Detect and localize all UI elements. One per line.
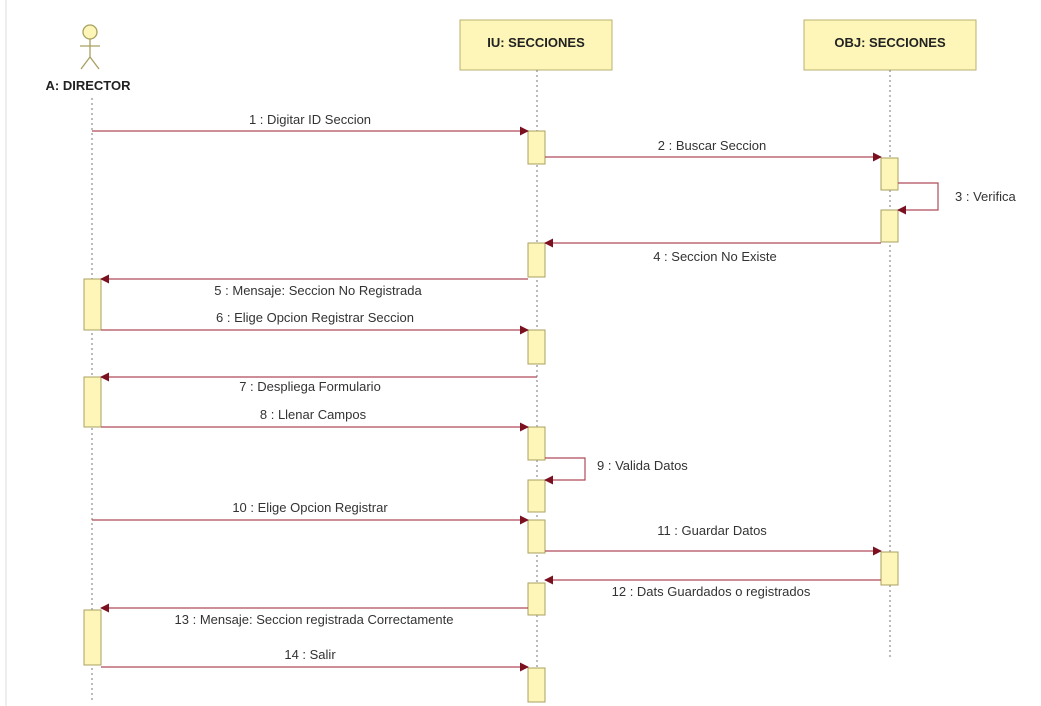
stick-figure-icon [80,24,100,70]
participant-iu-secciones: IU: SECCIONES [459,19,613,71]
activation-bar [880,551,899,586]
activation-bar [83,278,102,331]
message-labels: 1 : Digitar ID Seccion 2 : Buscar Seccio… [175,112,1017,662]
actor-label-director: A: DIRECTOR [46,78,132,93]
activation-bar [527,242,546,278]
activation-bar [527,329,546,365]
message-label-5: 5 : Mensaje: Seccion No Registrada [214,283,422,298]
activation-bar [83,376,102,428]
message-label-8: 8 : Llenar Campos [260,407,367,422]
message-arrow-3 [897,182,939,215]
message-arrow-9 [544,457,586,485]
message-label-12: 12 : Dats Guardados o registrados [612,584,811,599]
participant-box-obj [803,19,977,71]
activation-bar [880,209,899,243]
message-label-10: 10 : Elige Opcion Registrar [232,500,388,515]
message-label-11: 11 : Guardar Datos [657,523,767,538]
message-label-4: 4 : Seccion No Existe [653,249,777,264]
participant-obj-secciones: OBJ: SECCIONES [803,19,977,71]
participant-box-iu [459,19,613,71]
message-label-13: 13 : Mensaje: Seccion registrada Correct… [175,612,454,627]
activation-bar [83,609,102,666]
message-label-6: 6 : Elige Opcion Registrar Seccion [216,310,414,325]
message-label-7: 7 : Despliega Formulario [239,379,381,394]
activation-bar [527,479,546,513]
participant-label-obj: OBJ: SECCIONES [834,35,946,50]
participant-director: A: DIRECTOR [46,24,132,93]
activation-bar [527,426,546,461]
message-label-9: 9 : Valida Datos [597,458,688,473]
message-label-1: 1 : Digitar ID Seccion [249,112,371,127]
activation-bar [527,130,546,165]
activation-bar [527,667,546,703]
activation-bar [880,157,899,191]
activation-bars [83,130,899,703]
message-label-14: 14 : Salir [284,647,336,662]
participant-label-iu: IU: SECCIONES [487,35,585,50]
message-label-2: 2 : Buscar Seccion [658,138,766,153]
message-label-3: 3 : Verifica [955,189,1016,204]
activation-bar [527,582,546,616]
activation-bar [527,519,546,554]
messages [92,126,939,672]
